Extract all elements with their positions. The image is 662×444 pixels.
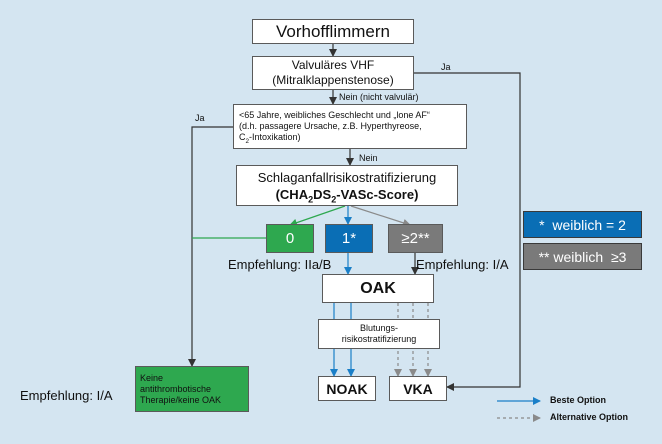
node-vorhofflimmern-label: Vorhofflimmern: [275, 21, 390, 41]
edge-risk-score0: [289, 205, 346, 227]
node-no-therapy-line2: antithrombotische: [140, 383, 212, 394]
legend-female-1-label: * weiblich = 2: [539, 216, 626, 233]
node-no-therapy: Keine antithrombotische Therapie/keine O…: [135, 366, 249, 412]
recommendation-score1: Empfehlung: IIa/B: [228, 257, 332, 272]
node-criteria: <65 Jahre, weibliches Geschlecht und „lo…: [233, 104, 467, 149]
node-score-2: ≥2**: [388, 224, 443, 253]
node-criteria-line1: <65 Jahre, weibliches Geschlecht und „lo…: [239, 110, 430, 120]
edge-risk-score2: [350, 205, 411, 227]
legend-female-2-label: ** weiblich ≥3: [538, 248, 627, 265]
edge-label-ja-top: Ja: [441, 62, 451, 72]
node-oak: OAK: [322, 274, 434, 303]
edge-label-nein-nicht-valvular: Nein (nicht valvulär): [339, 92, 419, 102]
node-criteria-line2: (d.h. passagere Ursache, z.B. Hyperthyre…: [239, 121, 422, 131]
node-valv-line2: (Mitralklappenstenose): [272, 73, 394, 87]
node-vorhofflimmern: Vorhofflimmern: [252, 19, 414, 44]
recommendation-no-therapy: Empfehlung: I/A: [20, 388, 113, 403]
legend-alternative-option: Alternative Option: [550, 412, 629, 422]
node-noak: NOAK: [318, 376, 376, 401]
node-vka: VKA: [389, 376, 447, 401]
node-score-0: 0: [266, 224, 314, 253]
edge-label-nein: Nein: [359, 153, 378, 163]
edge-ja-criteria-none: [188, 126, 233, 367]
node-vka-label: VKA: [403, 380, 433, 397]
node-no-therapy-line1: Keine: [140, 372, 164, 383]
node-score-2-label: ≥2**: [401, 230, 430, 247]
legend-best-option: Beste Option: [550, 395, 607, 405]
node-bleeding-line2: risikostratifizierung: [341, 334, 417, 344]
recommendation-score2: Empfehlung: I/A: [416, 257, 509, 272]
node-risk-line2: (CHA2DS2-VASc-Score): [275, 186, 419, 205]
node-score-0-label: 0: [285, 230, 295, 247]
node-bleeding-line1: Blutungs-: [359, 323, 399, 333]
node-no-therapy-line3: Therapie/keine OAK: [140, 394, 222, 405]
node-criteria-line3: C2-Intoxikation): [239, 132, 301, 145]
node-risk-line1: Schlaganfallrisikostratifizierung: [257, 169, 437, 185]
node-valv-line1: Valvuläres VHF: [291, 58, 375, 72]
edge-ja-valv-vka: [405, 72, 521, 391]
edge-label-ja-left: Ja: [195, 113, 205, 123]
node-oak-label: OAK: [360, 279, 396, 297]
node-score-1-label: 1*: [341, 230, 357, 247]
node-score-1: 1*: [325, 224, 373, 253]
legend-female-2: ** weiblich ≥3: [523, 243, 642, 270]
legend-female-1: * weiblich = 2: [523, 211, 642, 238]
node-noak-label: NOAK: [326, 380, 368, 397]
node-valvulaeres-vhf: Valvuläres VHF (Mitralklappenstenose): [252, 56, 414, 90]
node-risk-stratification: Schlaganfallrisikostratifizierung (CHA2D…: [236, 165, 458, 206]
node-bleeding-risk: Blutungs- risikostratifizierung: [318, 319, 440, 349]
